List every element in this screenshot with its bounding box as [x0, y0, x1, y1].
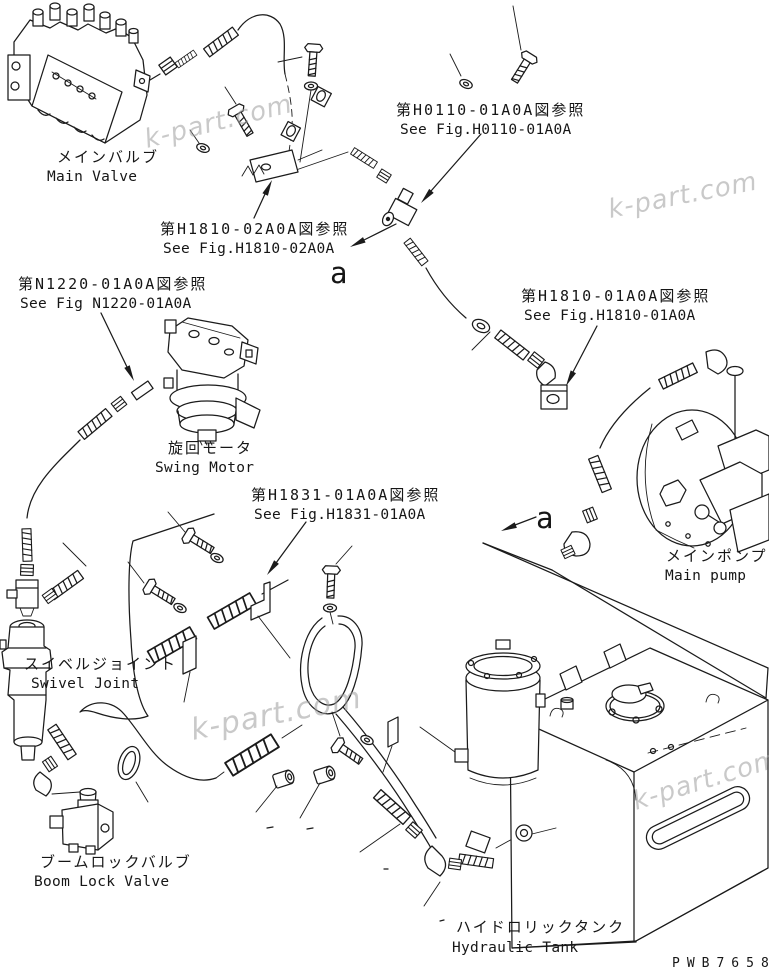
mounting-frame [482, 542, 769, 699]
h1810-hardware [471, 331, 491, 351]
reference-labels: 第H0110-01A0A図参照 See Fig.H0110-01A0A 第H18… [18, 101, 710, 523]
main-valve-drawing [7, 2, 161, 144]
label-swing-motor-jp: 旋回モータ [168, 439, 253, 457]
label-swivel-joint-en: Swivel Joint [31, 676, 139, 692]
pump-hose [560, 349, 728, 560]
arrow-section-a1 [350, 223, 397, 247]
label-hydraulic-tank-jp: ハイドロリックタンク [456, 918, 625, 936]
ref-h0110-jp: 第H0110-01A0A図参照 [396, 101, 585, 119]
swing-to-swivel-line [6, 380, 154, 617]
label-main-valve-jp: メインバルブ [57, 148, 159, 166]
swing-motor-drawing [163, 317, 261, 446]
ref-n1220-jp: 第N1220-01A0A図参照 [18, 275, 207, 293]
arrow-h1831 [267, 521, 307, 575]
section-marker-a2: a [536, 501, 553, 535]
component-labels: メインバルブ Main Valve 旋回モータ Swing Motor メインポ… [24, 148, 768, 956]
boom-lock-line [33, 723, 149, 803]
center-piping [79, 511, 445, 922]
tee-fitting [381, 187, 418, 227]
level-gauge-slot [645, 786, 751, 850]
hose-clamp-b [280, 120, 302, 142]
label-hydraulic-tank-en: Hydraulic Tank [452, 940, 578, 956]
pilot-valve-fitting [6, 579, 39, 617]
tee-return-line [403, 237, 568, 410]
main-pump-drawing [636, 365, 769, 553]
arrow-h1810-02 [253, 180, 272, 219]
label-main-valve-en: Main Valve [47, 169, 137, 185]
filler-cap [605, 682, 665, 724]
arrow-section-a2 [501, 516, 537, 531]
elbow-block [540, 384, 568, 410]
pipe-clamp-3 [382, 716, 399, 773]
ref-h1831-en: See Fig.H1831-01A0A [254, 507, 426, 523]
bracket-hardware [189, 5, 540, 183]
ref-h1810-01-jp: 第H1810-01A0A図参照 [521, 287, 710, 305]
arrow-n1220 [100, 312, 134, 381]
ref-h0110-en: See Fig.H0110-01A0A [400, 122, 572, 138]
reference-arrows [100, 133, 598, 575]
arrow-h1810-01 [566, 325, 598, 386]
tank-suction-hoses [359, 788, 515, 907]
ref-h1810-02-en: See Fig.H1810-02A0A [163, 241, 335, 257]
ref-h1810-01-en: See Fig.H1810-01A0A [524, 308, 696, 324]
watermark-text: k-part.com [141, 89, 295, 155]
label-boom-lock-valve-jp: ブームロックバルブ [40, 853, 192, 871]
label-boom-lock-valve-en: Boom Lock Valve [34, 874, 169, 890]
part-code: PWB7658 [672, 956, 769, 971]
ref-h1810-02-jp: 第H1810-02A0A図参照 [160, 220, 349, 238]
label-main-pump-jp: メインポンプ [666, 547, 768, 565]
hydraulic-tank-drawing [509, 643, 769, 949]
watermark-text: k-part.com [606, 167, 761, 225]
section-marker-a1: a [330, 256, 347, 290]
pipe-clamp-2 [250, 581, 291, 659]
ref-h1831-jp: 第H1831-01A0A図参照 [251, 486, 440, 504]
hose-clamp-a [310, 85, 332, 108]
pipe-clamp-1 [182, 635, 197, 703]
hose-clamp-ring [117, 745, 149, 803]
label-swivel-joint-jp: スイベルジョイント [24, 655, 177, 673]
section-markers: a a [330, 256, 553, 535]
label-main-pump-en: Main pump [665, 568, 746, 584]
swivel-inlet-fitting [41, 542, 87, 605]
return-filter-drawing [419, 639, 546, 786]
arrow-h0110 [421, 133, 482, 203]
boom-lock-valve-drawing [49, 787, 114, 855]
label-swing-motor-en: Swing Motor [155, 460, 254, 476]
ref-n1220-en: See Fig N1220-01A0A [20, 296, 192, 312]
clamp-bracket [241, 149, 323, 183]
swivel-joint-drawing [0, 619, 53, 761]
